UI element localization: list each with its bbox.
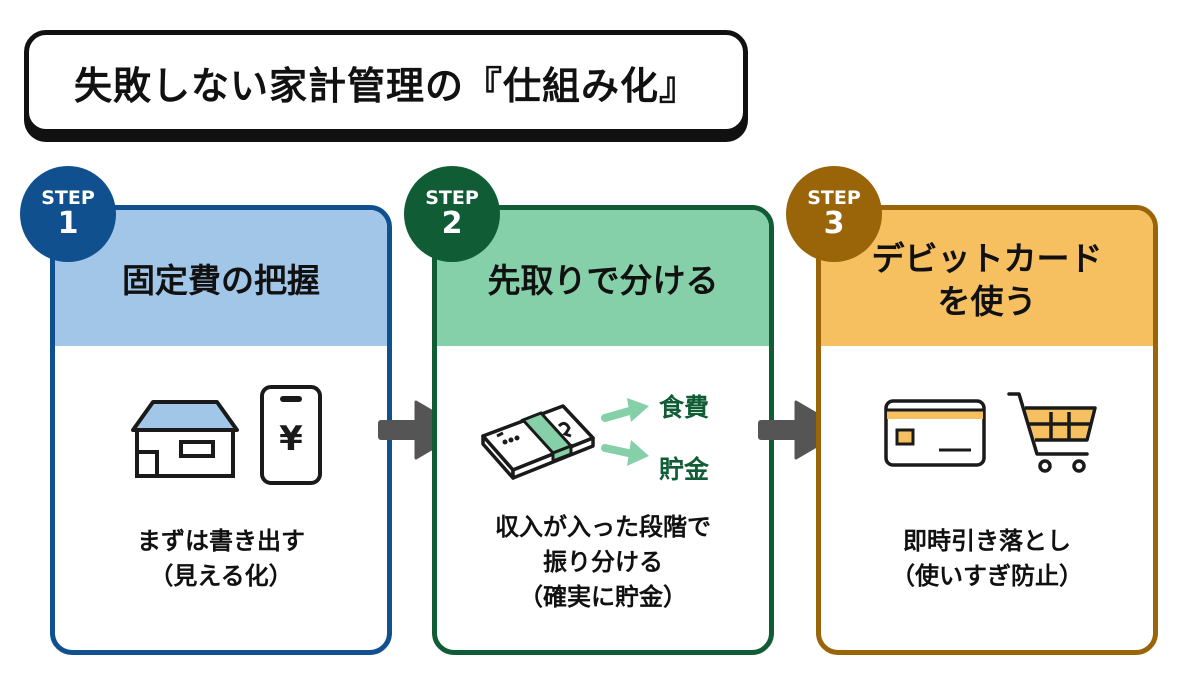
- step-1-body: ¥ まずは書き出す （見える化）: [55, 346, 387, 650]
- money-bundle-icon: [481, 404, 595, 480]
- step-2-desc-line: （確実に貯金）: [519, 582, 687, 611]
- step-1-description: まずは書き出す （見える化）: [55, 524, 387, 594]
- step-1-desc-line: まずは書き出す: [137, 527, 305, 555]
- title-box: 失敗しない家計管理の『仕組み化』: [24, 30, 748, 134]
- step-3-heading-line: デビットカード: [871, 239, 1103, 279]
- step-badge-label: STEP: [425, 186, 479, 209]
- step-3-body: 即時引き落とし （使いすぎ防止）: [821, 346, 1153, 650]
- split-target-savings: 貯金: [659, 455, 710, 484]
- step-3-description: 即時引き落とし （使いすぎ防止）: [821, 524, 1153, 594]
- step-1-card: 固定費の把握 ¥ まずは書き出す （見える化）: [50, 205, 392, 655]
- house-icon: [131, 400, 239, 478]
- page-title: 失敗しない家計管理の『仕組み化』: [73, 63, 698, 108]
- step-2-desc-line: 振り分ける: [543, 547, 663, 576]
- step-3-desc-line: （使いすぎ防止）: [891, 561, 1083, 590]
- split-target-food: 食費: [659, 393, 710, 422]
- step-badge-number: 2: [441, 205, 463, 241]
- step-3-heading-line: を使う: [937, 282, 1037, 321]
- step-badge-label: STEP: [41, 186, 95, 209]
- step-badge-label: STEP: [807, 186, 861, 209]
- step-3-desc-line: 即時引き落とし: [903, 527, 1071, 555]
- step-badge-number: 3: [823, 205, 845, 241]
- step-badge-number: 1: [57, 205, 79, 241]
- credit-card-icon: [884, 399, 986, 467]
- step-2-description: 収入が入った段階で 振り分ける （確実に貯金）: [437, 510, 769, 614]
- step-2-card: 先取りで分ける 食費 貯金 収入が入った段階で 振り分ける （確実に貯金）: [432, 205, 774, 655]
- svg-text:¥: ¥: [279, 419, 303, 459]
- smartphone-yen-icon: ¥: [260, 385, 322, 485]
- split-arrow-icon: [601, 398, 649, 466]
- step-1-heading: 固定費の把握: [55, 210, 387, 346]
- shopping-cart-icon: [1007, 392, 1097, 473]
- step-1-desc-line: （見える化）: [149, 561, 293, 590]
- step-3-card: デビットカード を使う 即時引き落とし （使いすぎ防止）: [816, 205, 1158, 655]
- step-3-badge: STEP 3: [786, 166, 882, 262]
- step-2-body: 食費 貯金 収入が入った段階で 振り分ける （確実に貯金）: [437, 346, 769, 650]
- step-2-badge: STEP 2: [404, 166, 500, 262]
- step-1-badge: STEP 1: [20, 166, 116, 262]
- step-2-desc-line: 収入が入った段階で: [495, 513, 711, 541]
